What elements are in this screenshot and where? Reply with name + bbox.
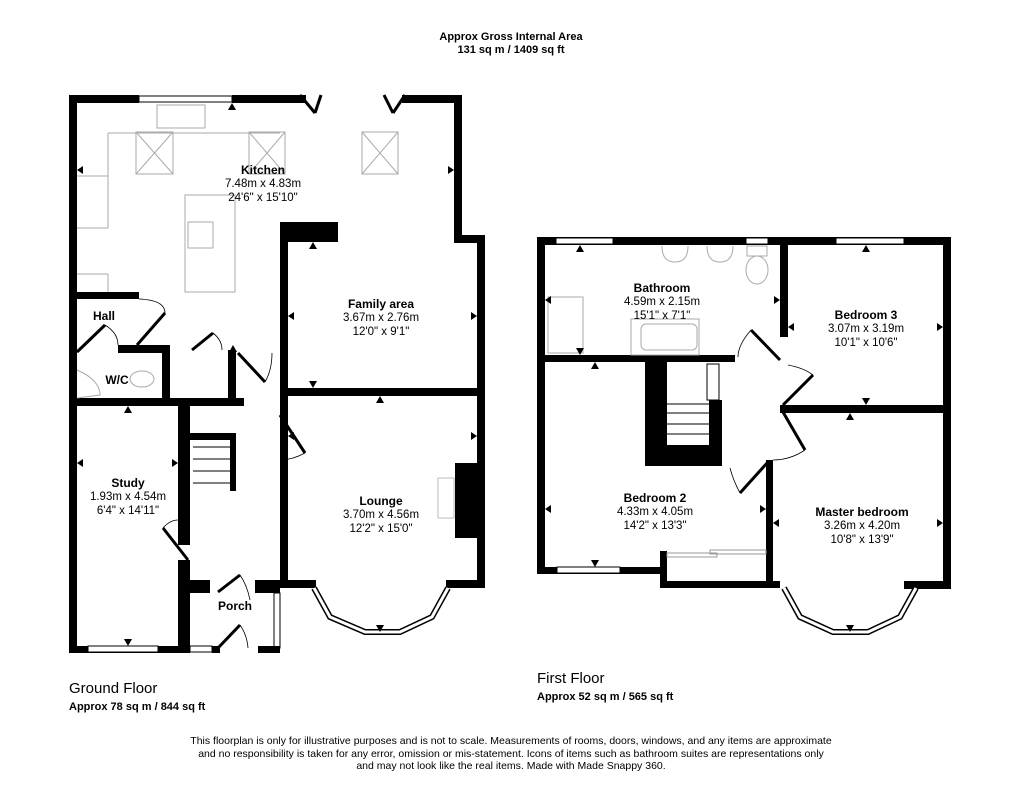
room-name: Bathroom <box>633 281 691 295</box>
room-bedroom-3: Bedroom 3 3.07m x 3.19m 10'1" x 10'6" <box>828 308 904 350</box>
room-bathroom: Bathroom 4.59m x 2.15m 15'1" x 7'1" <box>624 281 700 323</box>
room-metric: 3.70m x 4.56m <box>342 509 420 521</box>
room-name: Kitchen <box>240 163 286 177</box>
room-name: Bedroom 2 <box>623 491 687 505</box>
room-master-bedroom: Master bedroom 3.26m x 4.20m 10'8" x 13'… <box>815 505 908 547</box>
room-imperial: 10'8" x 13'9" <box>830 534 894 546</box>
room-name: Master bedroom <box>815 505 909 519</box>
room-imperial: 10'1" x 10'6" <box>834 337 898 349</box>
first-floor-caption: First Floor Approx 52 sq m / 565 sq ft <box>537 670 673 703</box>
room-wc: W/C <box>105 373 128 387</box>
room-name: Porch <box>217 599 253 613</box>
disclaimer-text: This floorplan is only for illustrative … <box>190 735 832 772</box>
room-name: Study <box>111 476 145 490</box>
first-floor-title: First Floor <box>537 670 605 687</box>
room-name: W/C <box>105 373 129 387</box>
first-floor-plan <box>537 237 951 635</box>
room-name: Hall <box>92 309 116 323</box>
gross-area-header: Approx Gross Internal Area 131 sq m / 14… <box>0 31 1022 57</box>
room-family-area: Family area 3.67m x 2.76m 12'0" x 9'1" <box>343 297 419 339</box>
room-name: Bedroom 3 <box>834 308 898 322</box>
room-kitchen: Kitchen 7.48m x 4.83m 24'6" x 15'10" <box>225 163 301 205</box>
first-floor-area: Approx 52 sq m / 565 sq ft <box>537 691 674 703</box>
ground-floor-caption: Ground Floor Approx 78 sq m / 844 sq ft <box>69 680 205 713</box>
ground-floor-plan <box>69 94 485 653</box>
ground-floor-title: Ground Floor <box>69 680 158 697</box>
room-imperial: 24'6" x 15'10" <box>228 192 298 204</box>
room-lounge: Lounge 3.70m x 4.56m 12'2" x 15'0" <box>343 494 419 536</box>
room-metric: 4.33m x 4.05m <box>616 506 694 518</box>
room-study: Study 1.93m x 4.54m 6'4" x 14'11" <box>90 476 166 518</box>
room-metric: 4.59m x 2.15m <box>623 296 701 308</box>
room-hall: Hall <box>93 309 115 323</box>
room-bedroom-2: Bedroom 2 4.33m x 4.05m 14'2" x 13'3" <box>617 491 693 533</box>
room-imperial: 12'2" x 15'0" <box>349 523 413 535</box>
room-metric: 3.67m x 2.76m <box>342 312 420 324</box>
ground-floor-area: Approx 78 sq m / 844 sq ft <box>69 701 206 713</box>
room-imperial: 14'2" x 13'3" <box>623 520 687 532</box>
room-metric: 7.48m x 4.83m <box>224 178 302 190</box>
room-name: Family area <box>347 297 415 311</box>
room-imperial: 6'4" x 14'11" <box>96 505 160 517</box>
room-imperial: 15'1" x 7'1" <box>633 310 691 322</box>
room-name: Lounge <box>359 494 403 508</box>
room-metric: 1.93m x 4.54m <box>89 491 167 503</box>
room-metric: 3.26m x 4.20m <box>823 520 901 532</box>
gross-area-title: Approx Gross Internal Area <box>439 31 583 43</box>
room-metric: 3.07m x 3.19m <box>827 323 905 335</box>
gross-area-value: 131 sq m / 1409 sq ft <box>457 44 565 56</box>
room-porch: Porch <box>218 599 252 613</box>
room-imperial: 12'0" x 9'1" <box>352 326 410 338</box>
